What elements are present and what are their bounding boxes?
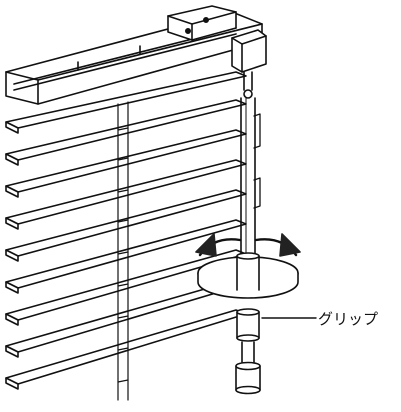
rotation-arrows-icon	[195, 233, 301, 299]
wand-grip	[235, 252, 261, 395]
tilt-wand	[240, 71, 256, 257]
slats	[5, 71, 247, 390]
grip-label: グリップ	[318, 310, 379, 328]
ladder-cords	[117, 101, 129, 401]
mounting-bracket	[167, 5, 237, 41]
tilt-mechanism	[231, 29, 267, 73]
slat-edge-clips	[253, 113, 261, 209]
